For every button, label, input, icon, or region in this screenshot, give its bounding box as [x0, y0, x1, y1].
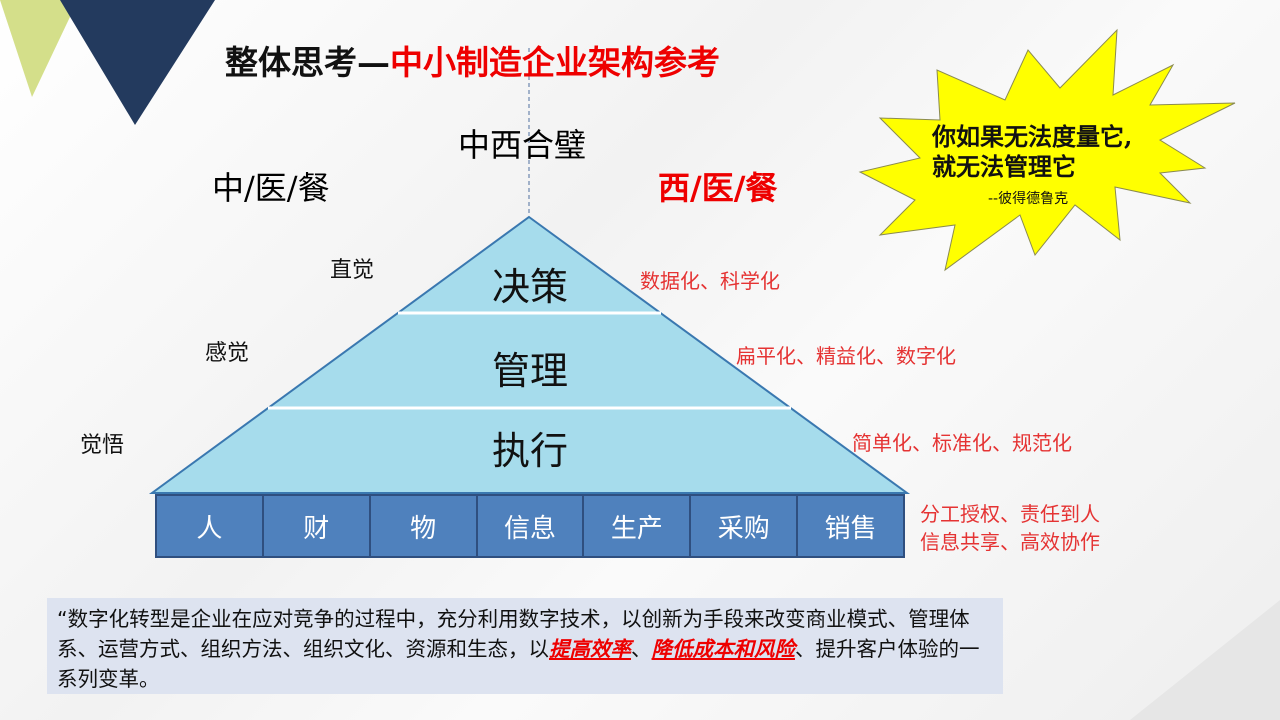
base-cell: 采购: [691, 494, 799, 558]
base-cell: 销售: [798, 494, 906, 558]
base-cell: 财: [263, 494, 371, 558]
base-cell: 物: [370, 494, 478, 558]
left-note: 感觉: [205, 341, 250, 366]
burst-quote: 你如果无法度量它, 就无法管理它: [932, 122, 1132, 182]
layer-decision: 决策: [491, 265, 569, 309]
base-cell: 信息: [477, 494, 585, 558]
burst-line: 就无法管理它: [932, 152, 1076, 181]
left-note: 觉悟: [80, 433, 125, 458]
right-note: 扁平化、精益化、数字化: [736, 344, 956, 368]
right-label: 西/医/餐: [658, 169, 778, 207]
left-note: 直觉: [330, 258, 375, 283]
center-label: 中西合璧: [458, 126, 587, 164]
left-label: 中/医/餐: [212, 169, 330, 207]
layer-execution: 执行: [491, 429, 569, 473]
burst-author: --彼得德鲁克: [988, 191, 1069, 207]
lime-corner-triangle: [0, 0, 78, 97]
base-note: 分工授权、责任到人: [920, 502, 1100, 526]
page-title: 整体思考—中小制造企业架构参考: [225, 43, 720, 82]
starburst: [858, 28, 1236, 272]
right-note: 数据化、科学化: [640, 269, 780, 293]
burst-line: 你如果无法度量它,: [932, 122, 1133, 151]
definition-quote: “数字化转型是企业在应对竞争的过程中，充分利用数字技术，以创新为手段来改变商业模…: [47, 598, 1003, 694]
base-cell: 人: [155, 494, 264, 558]
base-cell: 生产: [584, 494, 692, 558]
layer-management: 管理: [491, 349, 569, 393]
right-note: 简单化、标准化、规范化: [852, 431, 1072, 455]
bottom-right-decoration: [1130, 600, 1280, 720]
navy-corner-triangle: [60, 0, 215, 125]
base-note: 信息共享、高效协作: [920, 530, 1100, 554]
pyramid: [148, 215, 911, 494]
base-row: 人 财 物 信息 生产 采购 销售: [155, 494, 906, 558]
